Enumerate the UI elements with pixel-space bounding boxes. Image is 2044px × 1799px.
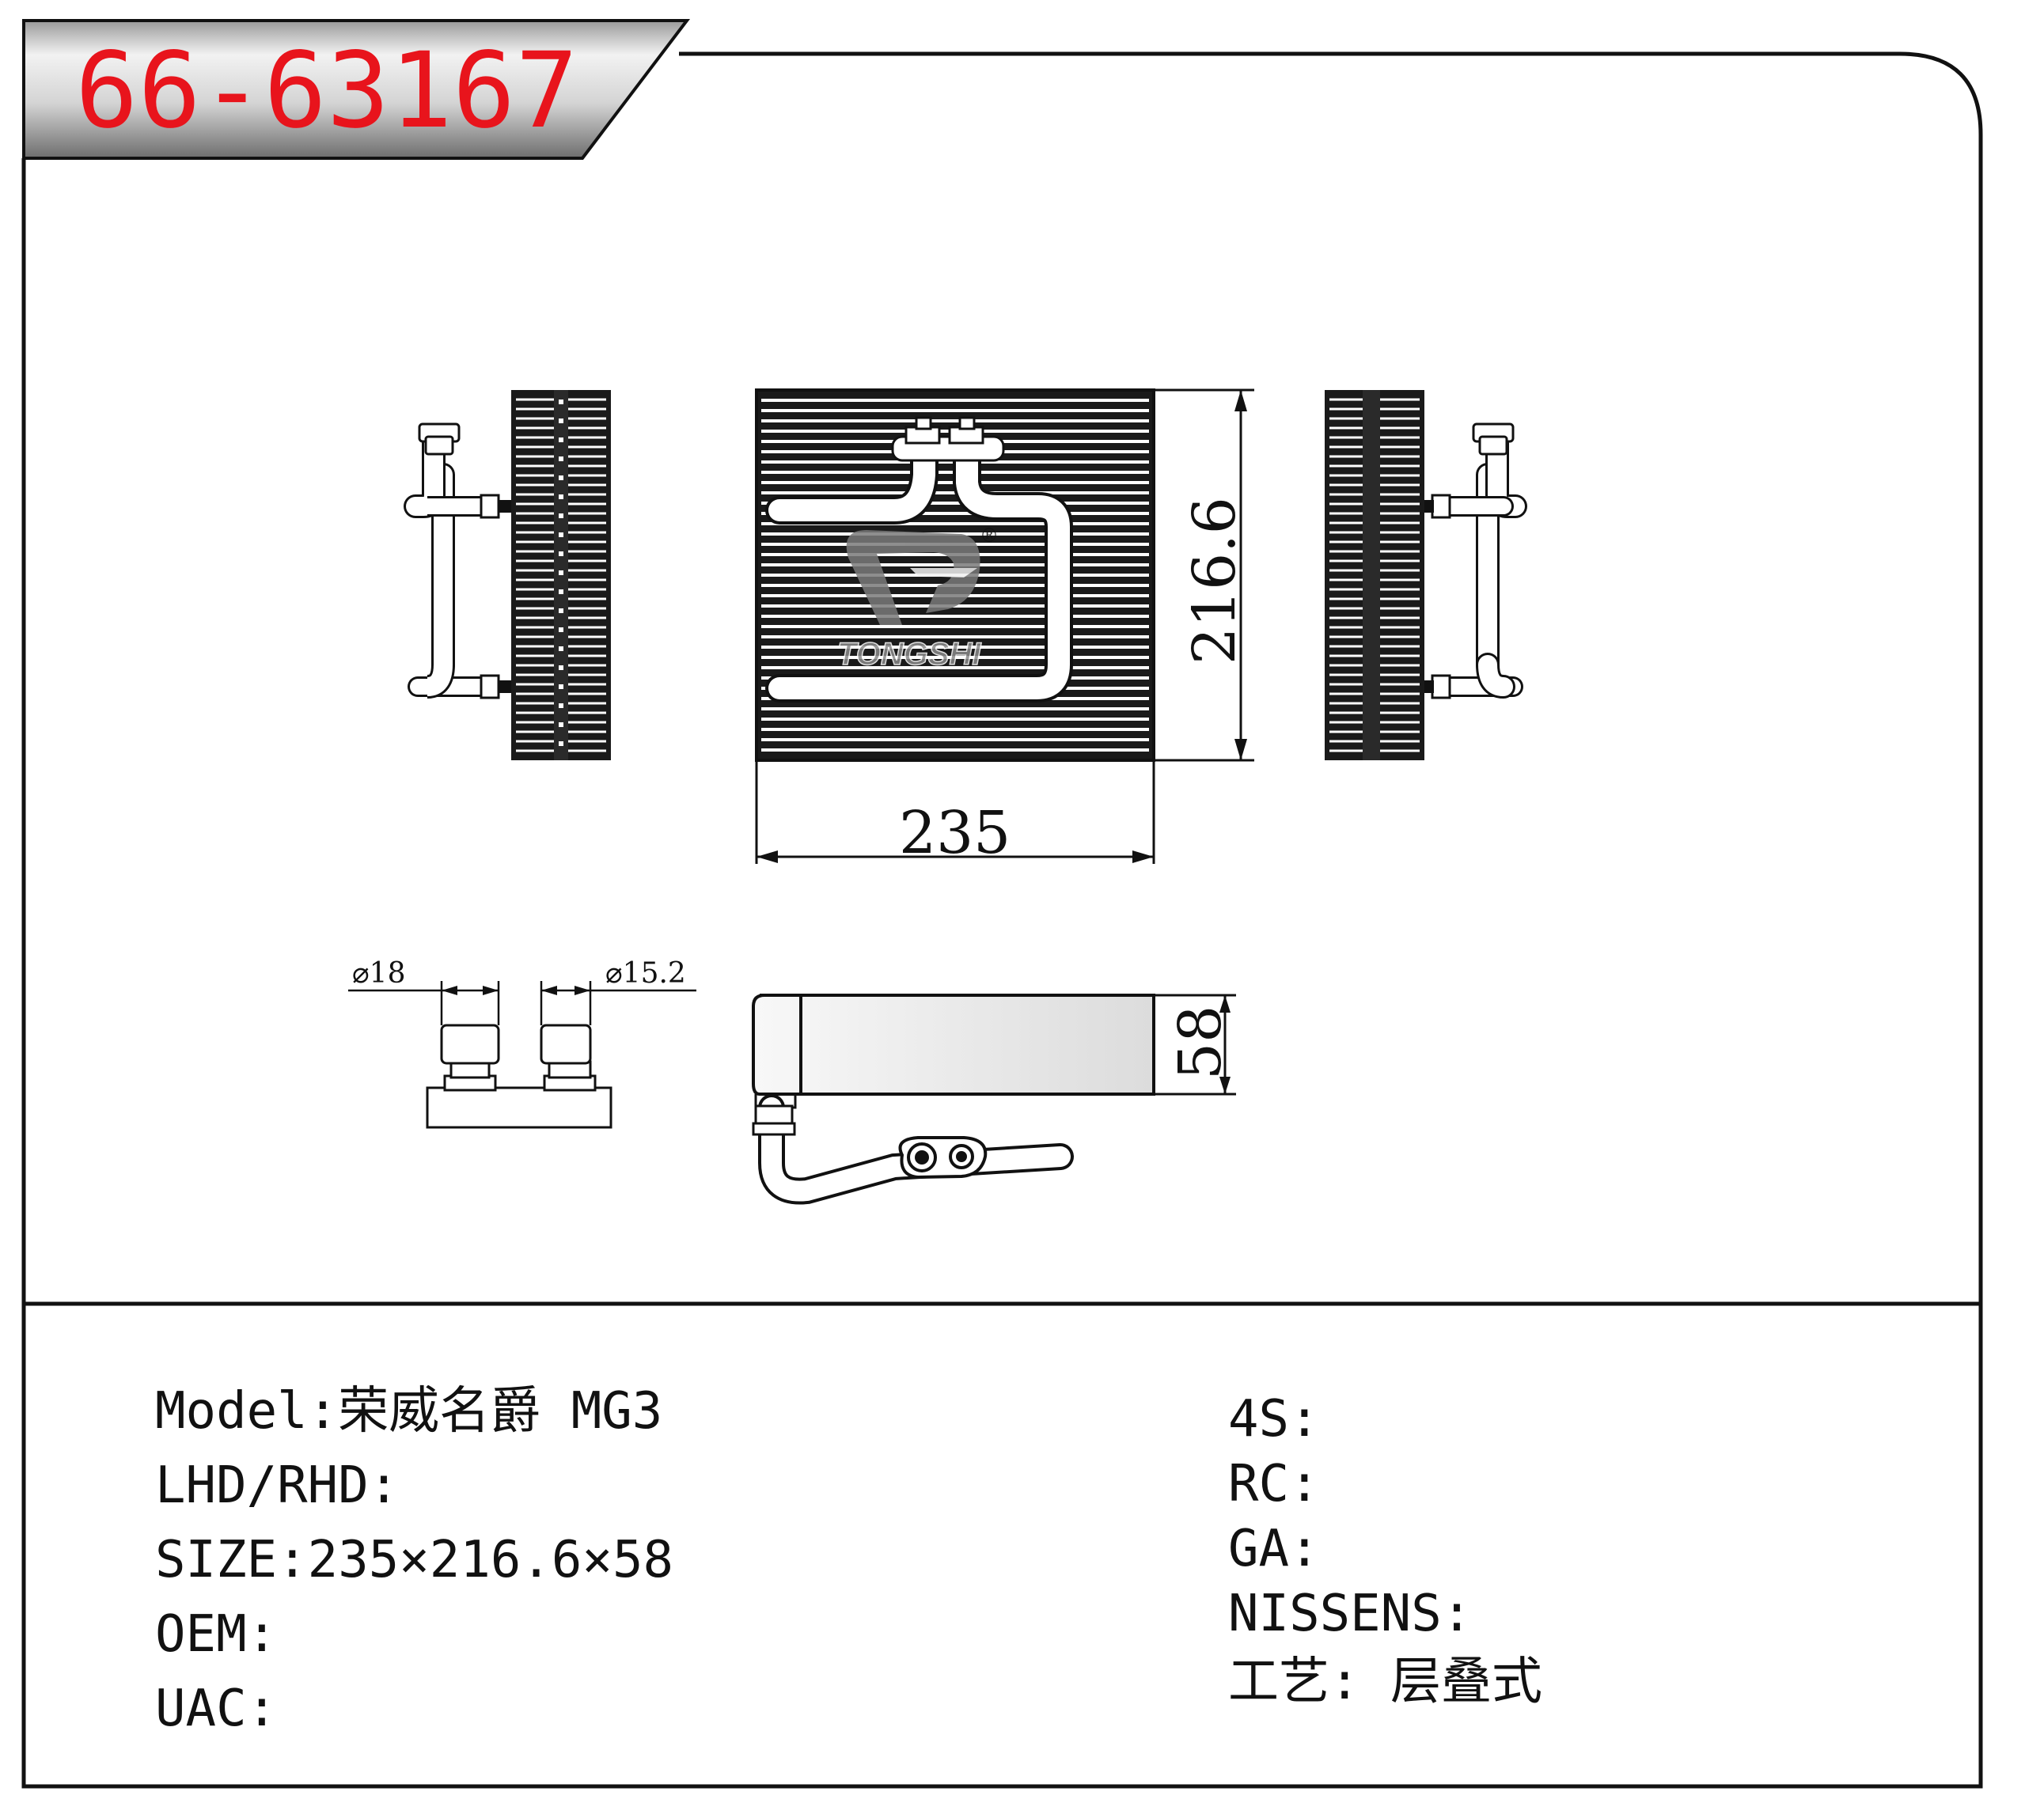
- dimension-height-label: 216.6: [1181, 497, 1249, 665]
- logo-brand-text: TONGSHI: [837, 637, 981, 672]
- outer-frame: [21, 51, 1983, 1789]
- part-number-tab: 66-63167: [22, 19, 691, 160]
- left-side-view: [404, 390, 611, 760]
- port-large-diameter: ⌀18: [352, 957, 405, 990]
- port-flange-detail: [426, 1024, 612, 1129]
- top-view: [752, 994, 1155, 1205]
- spec-nissens: NISSENS:: [1228, 1585, 1473, 1643]
- spec-uac: UAC:: [155, 1680, 278, 1738]
- dimension-height: [1154, 388, 1254, 762]
- dimension-depth: [1154, 994, 1236, 1096]
- front-view: ® TONGSHI: [755, 388, 1155, 762]
- port-dimension-lines: [348, 981, 696, 1025]
- spec-rc: RC:: [1228, 1455, 1320, 1513]
- spec-oem: OEM:: [155, 1605, 278, 1664]
- logo-registered-mark: ®: [980, 525, 999, 547]
- spec-model: Model:荣威名爵 MG3: [155, 1382, 663, 1441]
- spec-ga: GA:: [1228, 1520, 1320, 1578]
- right-side-view: [1325, 390, 1527, 760]
- spec-process: 工艺: 层叠式: [1228, 1653, 1543, 1711]
- spec-lhd-rhd: LHD/RHD:: [155, 1456, 400, 1515]
- port-small-diameter: ⌀15.2: [605, 957, 686, 990]
- dimension-depth-label: 58: [1166, 1006, 1234, 1080]
- part-number: 66-63167: [75, 30, 578, 152]
- spec-size: SIZE:235×216.6×58: [155, 1531, 674, 1589]
- dimension-width: [755, 760, 1155, 864]
- tongshi-logo: ® TONGSHI: [836, 525, 999, 672]
- dimension-width-label: 235: [899, 799, 1011, 867]
- spec-4s: 4S:: [1228, 1390, 1320, 1449]
